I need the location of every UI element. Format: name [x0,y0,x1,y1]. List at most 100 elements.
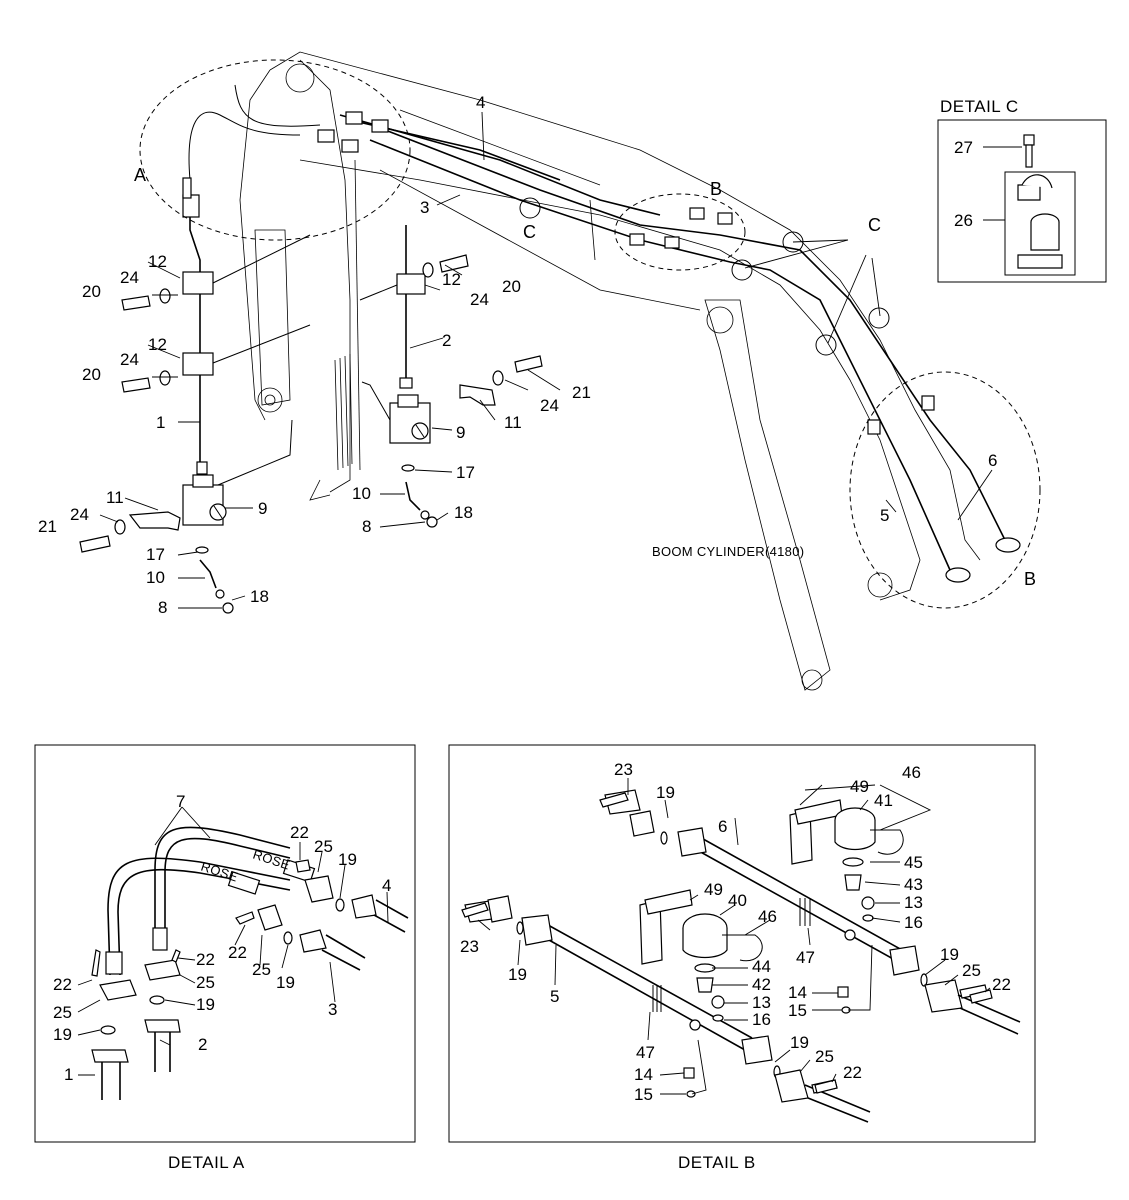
part-label-24b: 24 [120,350,139,369]
detail-b-label-6: 6 [718,817,727,836]
detail-a-label-22d: 22 [53,975,72,994]
detail-b-label-14a: 14 [788,983,807,1002]
detail-b-label-19c: 19 [508,965,527,984]
detail-b-label-13b: 13 [752,993,771,1012]
part-label-24c: 24 [470,290,489,309]
part-label-18b: 18 [250,587,269,606]
detail-b-label-47a: 47 [796,948,815,967]
check-valve-right [361,355,543,528]
detail-a-label-19a: 19 [338,850,357,869]
callout-a: A [134,165,146,185]
main-leaders [99,111,993,609]
part-label-17a: 17 [456,463,475,482]
part-label-2: 2 [442,331,451,350]
detail-b-label-19b: 19 [940,945,959,964]
detail-b-label-42: 42 [752,975,771,994]
detail-a: DETAIL A ROSE ROSE [34,744,416,1172]
part-label-6: 6 [988,451,997,470]
detail-a-label-2: 2 [198,1035,207,1054]
callout-b-lower: B [1024,569,1036,589]
part-label-21a: 21 [572,383,591,402]
detail-a-label-25d: 25 [53,1003,72,1022]
part-label-20c: 20 [502,277,521,296]
part-label-12b: 12 [148,335,167,354]
detail-a-label-4: 4 [382,876,391,895]
detail-b-label-25b: 25 [815,1047,834,1066]
part-label-26: 26 [954,211,973,230]
part-label-27: 27 [954,138,973,157]
detail-b-label-43: 43 [904,875,923,894]
part-label-21b: 21 [38,517,57,536]
detail-a-label-1: 1 [64,1065,73,1084]
detail-b-label-23a: 23 [614,760,633,779]
part-label-10a: 10 [352,484,371,503]
detail-b-label-22a: 22 [992,975,1011,994]
detail-c-frame [937,119,1107,283]
part-label-3: 3 [420,198,429,217]
detail-a-label-25a: 25 [314,837,333,856]
part-label-8b: 8 [158,598,167,617]
part-label-11a: 11 [504,413,522,432]
detail-b-label-13a: 13 [904,893,923,912]
boom-assembly-view [79,51,1041,691]
main-labels: A B C C B BOOM CYLINDER(4180) 4 3 2 1 12… [38,93,1036,617]
detail-a-frame [34,744,416,1143]
part-label-5: 5 [880,506,889,525]
detail-b-label-14b: 14 [634,1065,653,1084]
detail-b-label-23b: 23 [460,937,479,956]
detail-b: DETAIL B [448,744,1036,1172]
part-label-1: 1 [156,413,165,432]
detail-b-label-25a: 25 [962,961,981,980]
detail-b-label-46a: 46 [902,763,921,782]
detail-a-label-19c: 19 [276,973,295,992]
part-label-12a: 12 [148,252,167,271]
detail-b-label-49a: 49 [850,777,869,796]
boom-hatching [334,353,353,471]
detail-b-label-16a: 16 [904,913,923,932]
part-label-12c: 12 [442,270,461,289]
part-label-17b: 17 [146,545,165,564]
detail-b-label-19d: 19 [790,1033,809,1052]
part-label-4: 4 [476,93,485,112]
detail-b-lower-outline [849,371,1041,609]
part-label-9b: 9 [258,499,267,518]
part-label-9a: 9 [456,423,465,442]
callout-c-left: C [523,222,536,242]
hose-marking-a: ROSE [251,847,292,873]
check-valve-left [79,419,293,614]
detail-b-label-22b: 22 [843,1063,862,1082]
detail-b-label-15b: 15 [634,1085,653,1104]
part-label-20a: 20 [82,282,101,301]
detail-b-caption: DETAIL B [678,1153,756,1172]
detail-a-label-19d: 19 [53,1025,72,1044]
detail-a-label-19b: 19 [196,995,215,1014]
detail-a-label-7: 7 [176,792,185,811]
detail-c: DETAIL C 27 26 [937,97,1107,283]
detail-b-upper-outline [614,193,746,271]
detail-b-label-19a: 19 [656,783,675,802]
part-label-20b: 20 [82,365,101,384]
detail-a-label-22a: 22 [290,823,309,842]
detail-c-title: DETAIL C [940,97,1019,116]
detail-a-label-3: 3 [328,1000,337,1019]
detail-b-label-16b: 16 [752,1010,771,1029]
detail-b-label-5: 5 [550,987,559,1006]
detail-b-label-49b: 49 [704,880,723,899]
detail-b-label-44: 44 [752,957,771,976]
detail-a-label-22c: 22 [228,943,247,962]
callout-c-right: C [868,215,881,235]
callout-b-upper: B [710,179,722,199]
detail-a-label-22b: 22 [196,950,215,969]
part-label-24a: 24 [120,268,139,287]
boom-cylinder-label: BOOM CYLINDER(4180) [652,544,804,559]
detail-b-label-45: 45 [904,853,923,872]
hose-marking-b: ROSE [199,859,240,885]
detail-a-label-25b: 25 [196,973,215,992]
detail-b-label-41: 41 [874,791,893,810]
boom-pipes [182,84,1021,583]
detail-b-label-46b: 46 [758,907,777,926]
detail-a-label-25c: 25 [252,960,271,979]
detail-b-label-15a: 15 [788,1001,807,1020]
part-label-24d: 24 [540,396,559,415]
